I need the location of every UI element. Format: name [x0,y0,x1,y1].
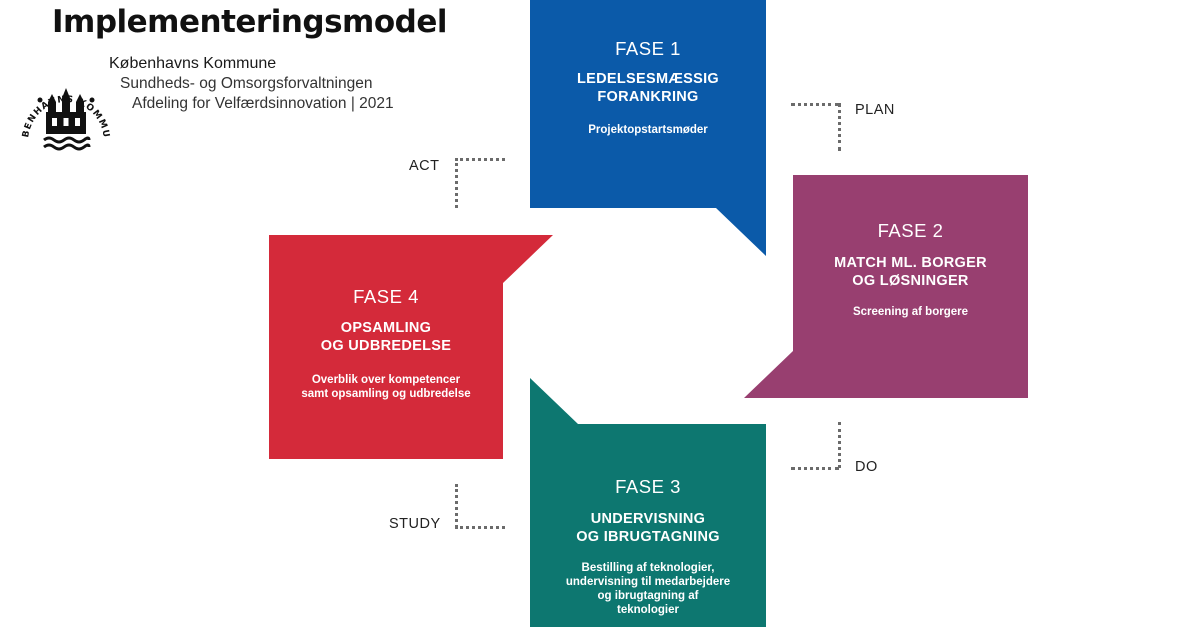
phase-2-card: FASE 2 MATCH ML. BORGER OG LØSNINGER Scr… [744,175,1028,398]
phase-1-shape [530,0,766,256]
phase-4-card: FASE 4 OPSAMLING OG UDBREDELSE Overblik … [269,235,553,459]
phase-2-label: FASE 2 [877,220,944,241]
phase-1-polygon [530,0,766,256]
phase-4-description-line: Overblik over kompetencer [311,374,461,386]
phase-2-description-line: Screening af borgere [852,306,969,318]
study-label: STUDY [389,516,441,532]
phase-2-title-line: OG LØSNINGER [852,273,969,289]
phase-2-polygon [744,175,1028,398]
phase-1-title-line: FORANKRING [597,89,699,105]
plan-connector-vertical [838,103,841,151]
phase-3-description: Bestilling af teknologier, undervisning … [530,561,766,617]
study-connector-vertical [455,484,458,528]
phase-4-description-line: samt opsamling og udbredelse [301,388,471,400]
phase-4-description: Overblik over kompetencer samt opsamling… [269,373,503,401]
phase-3-description-line: undervisning til medarbejdere [565,576,731,588]
phase-3-label: FASE 3 [615,476,681,497]
phase-3-description-line: teknologier [617,604,679,616]
phase-2-description: Screening af borgere [793,305,1028,319]
unit-name: Afdeling for Velfærdsinnovation | 2021 [132,95,394,112]
phase-2-title: MATCH ML. BORGER OG LØSNINGER [793,254,1028,290]
phase-3-description-line: og ibrugtagning af [597,590,699,602]
phase-4-label: FASE 4 [353,286,419,307]
phase-1-title: LEDELSESMÆSSIG FORANKRING [530,70,766,106]
phase-2-title-line: MATCH ML. BORGER [834,255,987,271]
act-connector-vertical [455,158,458,208]
phase-4-title-line: OPSAMLING [340,320,432,336]
plan-label: PLAN [855,102,895,118]
phase-1-title-line: LEDELSESMÆSSIG [577,71,719,87]
phase-1-description-line: Projektopstartsmøder [588,124,708,136]
study-connector-horizontal [455,526,505,529]
page-title: Implementeringsmodel [52,4,447,40]
phase-3-card: FASE 3 UNDERVISNING OG IBRUGTAGNING Best… [530,378,766,627]
phase-1-label: FASE 1 [615,38,681,59]
phase-1-card: FASE 1 LEDELSESMÆSSIG FORANKRING Projekt… [530,0,766,256]
phase-3-shape [530,378,766,627]
department-name: Sundheds- og Omsorgsforvaltningen [120,75,373,92]
phase-3-title: UNDERVISNING OG IBRUGTAGNING [530,510,766,546]
phase-1-description: Projektopstartsmøder [530,123,766,137]
phase-3-description-line: Bestilling af teknologier, [581,562,715,574]
phase-3-title-line: UNDERVISNING [590,511,706,527]
phase-4-title: OPSAMLING OG UDBREDELSE [269,319,503,355]
phase-4-shape [269,235,553,459]
phase-3-title-line: OG IBRUGTAGNING [576,529,720,545]
do-label: DO [855,459,878,475]
organization-name: Københavns Kommune [109,55,277,72]
do-connector-horizontal [791,467,839,470]
kobenhavns-kommune-logo: KØBENHAVNS KOMMUNE [18,72,110,151]
act-connector-horizontal [455,158,505,161]
phase-3-polygon [530,378,766,627]
do-connector-vertical [838,422,841,468]
phase-4-polygon [269,235,553,459]
phase-2-shape [744,175,1028,398]
plan-connector-horizontal [791,103,839,106]
phase-4-title-line: OG UDBREDELSE [320,338,452,354]
act-label: ACT [409,158,440,174]
